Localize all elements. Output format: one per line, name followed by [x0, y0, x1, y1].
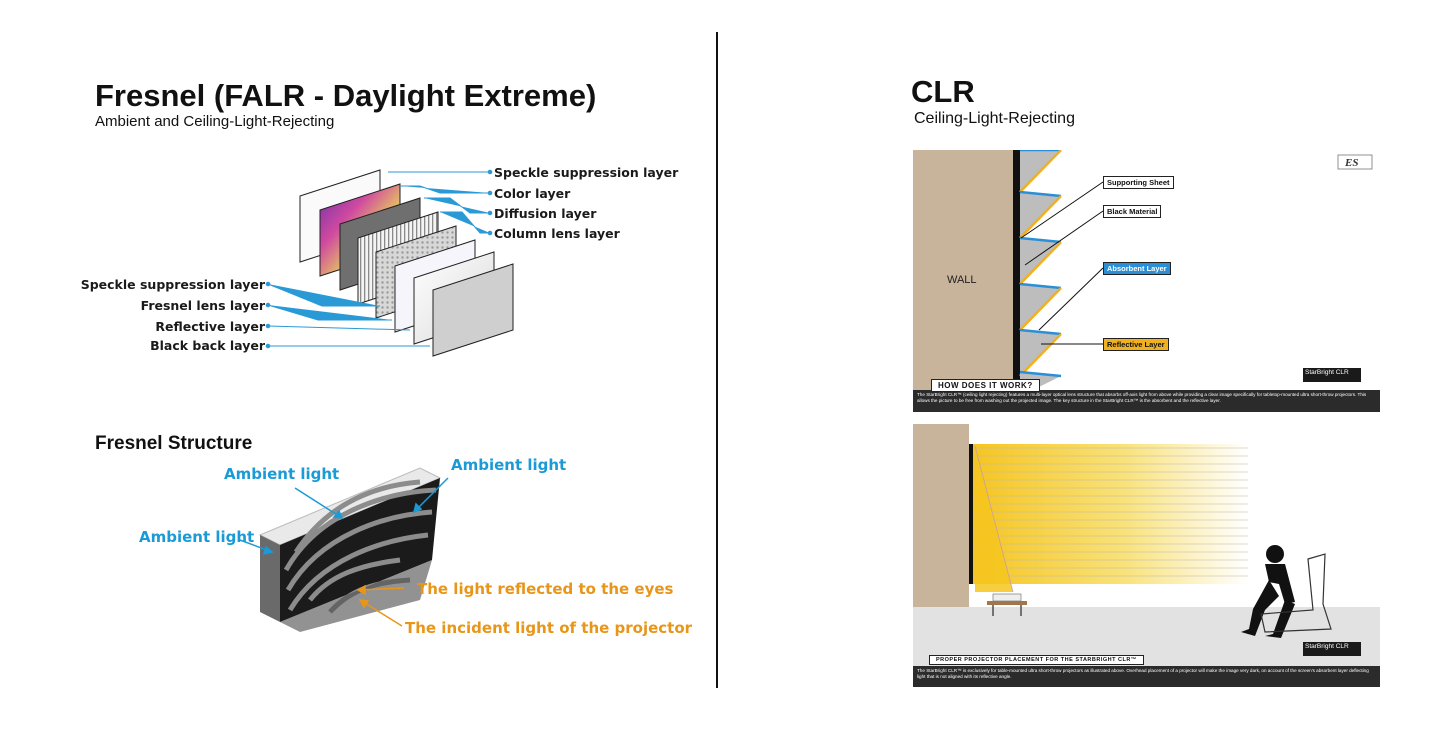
- projection-beam-diagram: [969, 444, 1332, 638]
- wall-area-bottom: [913, 424, 969, 609]
- starbright-logo-bottom: StarBright CLR: [1303, 642, 1361, 656]
- ambient-light-label-left: Ambient light: [139, 528, 255, 546]
- tag-supporting-sheet: Supporting Sheet: [1103, 176, 1174, 189]
- wall-label: WALL: [947, 274, 977, 286]
- placement-bar: The StarBright CLR™ is exclusively for t…: [913, 666, 1380, 687]
- center-divider: [716, 32, 718, 688]
- ambient-light-label-right: Ambient light: [451, 456, 567, 474]
- left-subtitle: Ambient and Ceiling-Light-Rejecting: [95, 113, 335, 130]
- tag-absorbent-layer: Absorbent Layer: [1103, 262, 1171, 275]
- how-it-works-bar: The StarBright CLR™ (ceiling light rejec…: [913, 390, 1380, 412]
- label-fresnel-lens: Fresnel lens layer: [140, 298, 265, 313]
- how-it-works-text: The StarBright CLR™ (ceiling light rejec…: [917, 392, 1367, 403]
- svg-text:ES: ES: [1344, 157, 1358, 169]
- right-subtitle: Ceiling-Light-Rejecting: [914, 110, 1075, 127]
- label-diffusion: Diffusion layer: [494, 206, 597, 221]
- placement-title: PROPER PROJECTOR PLACEMENT FOR THE STARB…: [929, 655, 1144, 665]
- brand-logo-text: StarBright CLR: [1305, 369, 1349, 376]
- black-material-strip: [1013, 150, 1020, 390]
- wall-area: [913, 150, 1013, 390]
- left-title: Fresnel (FALR - Daylight Extreme): [95, 78, 597, 113]
- ambient-light-label-top: Ambient light: [224, 465, 340, 483]
- placement-text: The StarBright CLR™ is exclusively for t…: [917, 668, 1369, 679]
- starbright-logo-top: StarBright CLR: [1303, 368, 1361, 382]
- label-column-lens: Column lens layer: [494, 226, 620, 241]
- incident-light-label: The incident light of the projector: [405, 619, 693, 637]
- plate-black-back: [432, 263, 514, 357]
- label-black-back: Black back layer: [150, 338, 265, 353]
- tag-reflective-layer: Reflective Layer: [1103, 338, 1169, 351]
- right-title: CLR: [911, 74, 975, 109]
- label-reflective: Reflective layer: [155, 319, 265, 334]
- clr-placement-panel: StarBright CLR The StarBright CLR™ is ex…: [913, 424, 1380, 687]
- tag-black-material: Black Material: [1103, 205, 1162, 218]
- label-speckle-bottom: Speckle suppression layer: [80, 277, 265, 292]
- label-color: Color layer: [494, 186, 571, 201]
- structure-title: Fresnel Structure: [95, 433, 253, 454]
- clr-structure-panel: WALL ES Supporting Sheet Bl: [913, 150, 1380, 412]
- label-speckle-top: Speckle suppression layer: [494, 165, 679, 180]
- es-logo: ES: [1337, 154, 1373, 170]
- sawtooth-layers: ES: [1019, 150, 1373, 390]
- how-it-works-title: HOW DOES IT WORK?: [931, 379, 1040, 392]
- brand-logo-text-2: StarBright CLR: [1305, 643, 1349, 650]
- reflected-light-label: The light reflected to the eyes: [417, 580, 674, 598]
